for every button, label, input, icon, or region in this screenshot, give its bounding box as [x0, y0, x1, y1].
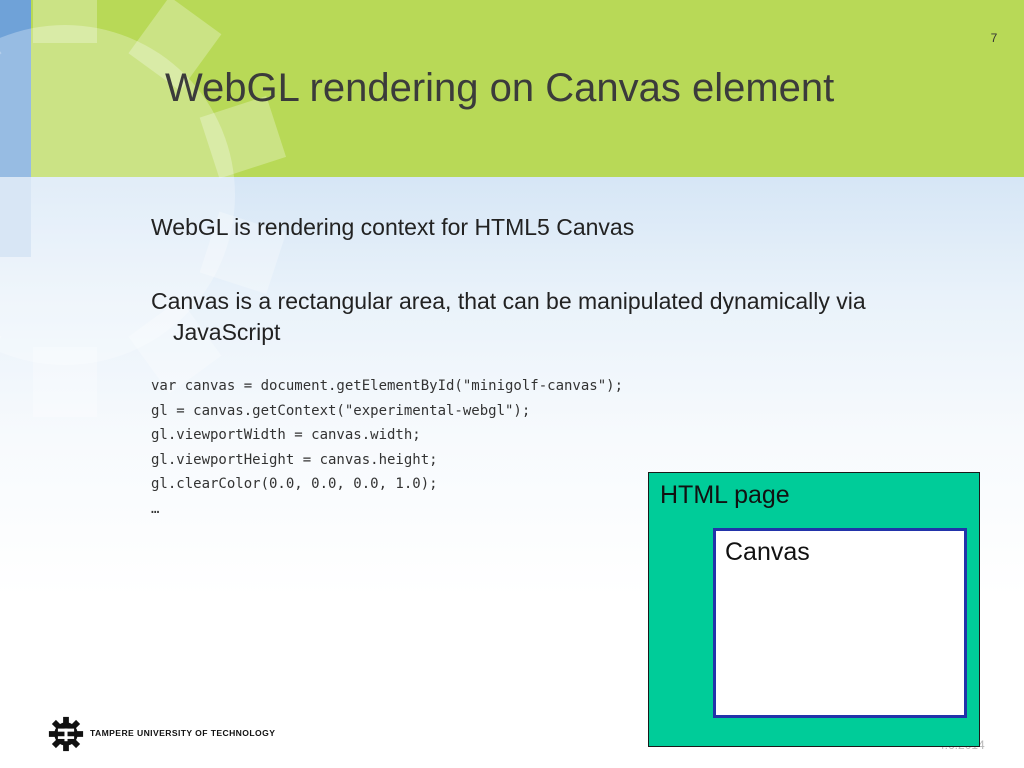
logo-text: TAMPERE UNIVERSITY OF TECHNOLOGY: [90, 728, 276, 738]
slide-title: WebGL rendering on Canvas element: [165, 66, 835, 110]
bullet-webgl-context: WebGL is rendering context for HTML5 Can…: [151, 214, 635, 240]
code-line: gl.viewportWidth = canvas.width;: [151, 427, 421, 444]
bullet-canvas-area: Canvas is a rectangular area, that can b…: [151, 288, 866, 345]
code-ellipsis: …: [151, 500, 160, 517]
html-page-label: HTML page: [660, 481, 790, 509]
code-line: gl.viewportHeight = canvas.height;: [151, 451, 438, 468]
code-line: gl.clearColor(0.0, 0.0, 0.0, 1.0);: [151, 476, 438, 493]
tut-gear-icon: [48, 716, 84, 752]
page-number: 7: [990, 31, 998, 45]
code-line: var canvas = document.getElementById("mi…: [151, 378, 624, 394]
canvas-box: Canvas: [713, 528, 967, 718]
code-line: gl = canvas.getContext("experimental-web…: [151, 402, 531, 419]
html-page-box: HTML page Canvas: [648, 472, 980, 747]
code-block: var canvas = document.getElementById("mi…: [151, 374, 623, 522]
content-stripe: [0, 177, 31, 257]
header-stripe: [0, 0, 31, 177]
canvas-label: Canvas: [725, 538, 810, 566]
university-logo: TAMPERE UNIVERSITY OF TECHNOLOGY: [48, 714, 288, 754]
background-gear-icon: [0, 0, 287, 417]
